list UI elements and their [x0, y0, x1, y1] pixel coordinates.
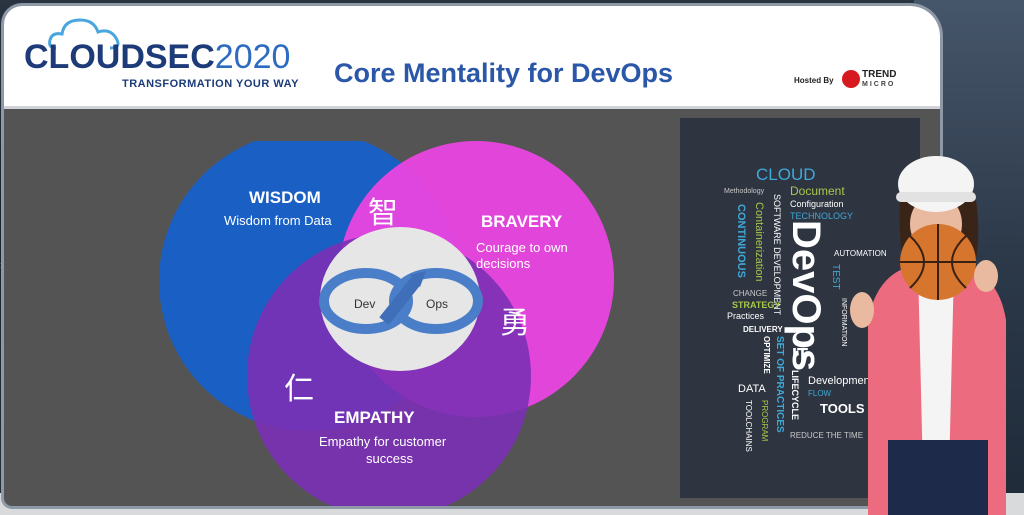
- wc-word-14: Practices: [727, 311, 765, 321]
- wc-word-16: OPTIMIZE: [762, 336, 771, 374]
- wc-word-24: TOOLS: [820, 401, 865, 416]
- wc-word-1: Methodology: [724, 188, 765, 195]
- wc-word-5: CONTINUOUS: [735, 204, 747, 278]
- presenter-hand-left: [850, 292, 874, 328]
- devops-infinity-icon: [319, 268, 483, 334]
- wc-word-10: TEST: [830, 264, 841, 290]
- wc-word-20: Development: [808, 375, 873, 387]
- logo-wordmark: CLOUDSEC2020: [24, 38, 291, 76]
- wc-word-22: DATA: [738, 383, 766, 395]
- wc-word-13: STRATEGY: [732, 300, 781, 310]
- wc-word-12: CHANGE: [733, 289, 768, 298]
- wc-word-19: LIFECYCLE: [790, 370, 800, 421]
- wisdom-char: 智: [368, 196, 398, 231]
- wc-word-15: DELIVERY: [743, 325, 783, 334]
- presenter: [850, 156, 1006, 515]
- presenter-hand-right: [974, 260, 998, 292]
- venn-diagram: Dev Ops WISDOM Wisdom from Data 智 BRAVER…: [159, 141, 614, 506]
- wc-word-6: Containerization: [753, 202, 765, 282]
- presentation-screen: CLOUDSEC2020 TRANSFORMATION YOUR WAY Cor…: [4, 6, 940, 506]
- bravery-char: 勇: [500, 306, 530, 341]
- cloudsec-logo: CLOUDSEC2020 TRANSFORMATION YOUR WAY: [18, 18, 299, 94]
- cloud-icon: [48, 18, 120, 50]
- logo-tagline: TRANSFORMATION YOUR WAY: [122, 78, 299, 90]
- wc-word-17: SET OF PRACTICES: [774, 336, 785, 433]
- empathy-subtitle-1: Empathy for customer: [319, 434, 447, 449]
- hosted-by-label: Hosted By: [794, 76, 834, 85]
- host-sub: MICRO: [862, 81, 896, 88]
- wc-word-26: REDUCE THE TIME: [790, 431, 864, 440]
- wc-word-23: PROGRAM: [760, 400, 769, 442]
- wisdom-subtitle: Wisdom from Data: [224, 213, 332, 228]
- wc-word-0: CLOUD: [756, 165, 816, 184]
- wc-word-8: DevOps: [784, 220, 828, 372]
- wc-word-25: TOOLCHAINS: [744, 400, 753, 452]
- wisdom-title: WISDOM: [249, 188, 321, 207]
- wc-word-21: FLOW: [808, 389, 832, 398]
- edge-marker: ›: [0, 260, 4, 271]
- wc-word-2: Document: [790, 184, 845, 198]
- wc-word-18: IT: [792, 345, 808, 365]
- wc-word-4: TECHNOLOGY: [790, 211, 854, 221]
- empathy-char: 仁: [284, 372, 314, 407]
- presenter-jeans: [888, 440, 988, 515]
- trend-ball-icon: [842, 70, 860, 88]
- wc-word-7: SOFTWARE DEVELOPMENT: [772, 194, 782, 316]
- hard-hat-icon: [898, 156, 974, 212]
- wc-word-11: INFORMATION: [840, 298, 847, 347]
- ops-label: Ops: [426, 297, 448, 311]
- bravery-subtitle-2: decisions: [476, 256, 531, 271]
- slide-title: Core Mentality for DevOps: [334, 58, 674, 88]
- bravery-title: BRAVERY: [481, 212, 563, 231]
- bravery-subtitle-1: Courage to own: [476, 240, 568, 255]
- empathy-title: EMPATHY: [334, 408, 415, 427]
- host-name: TREND: [862, 69, 897, 80]
- slide-header: CLOUDSEC2020 TRANSFORMATION YOUR WAY Cor…: [4, 6, 940, 109]
- empathy-subtitle-2: success: [366, 451, 413, 466]
- wc-word-9: AUTOMATION: [834, 249, 887, 258]
- wc-word-3: Configuration: [790, 199, 844, 209]
- trend-micro-logo: TREND MICRO: [838, 68, 898, 96]
- dev-label: Dev: [354, 297, 375, 311]
